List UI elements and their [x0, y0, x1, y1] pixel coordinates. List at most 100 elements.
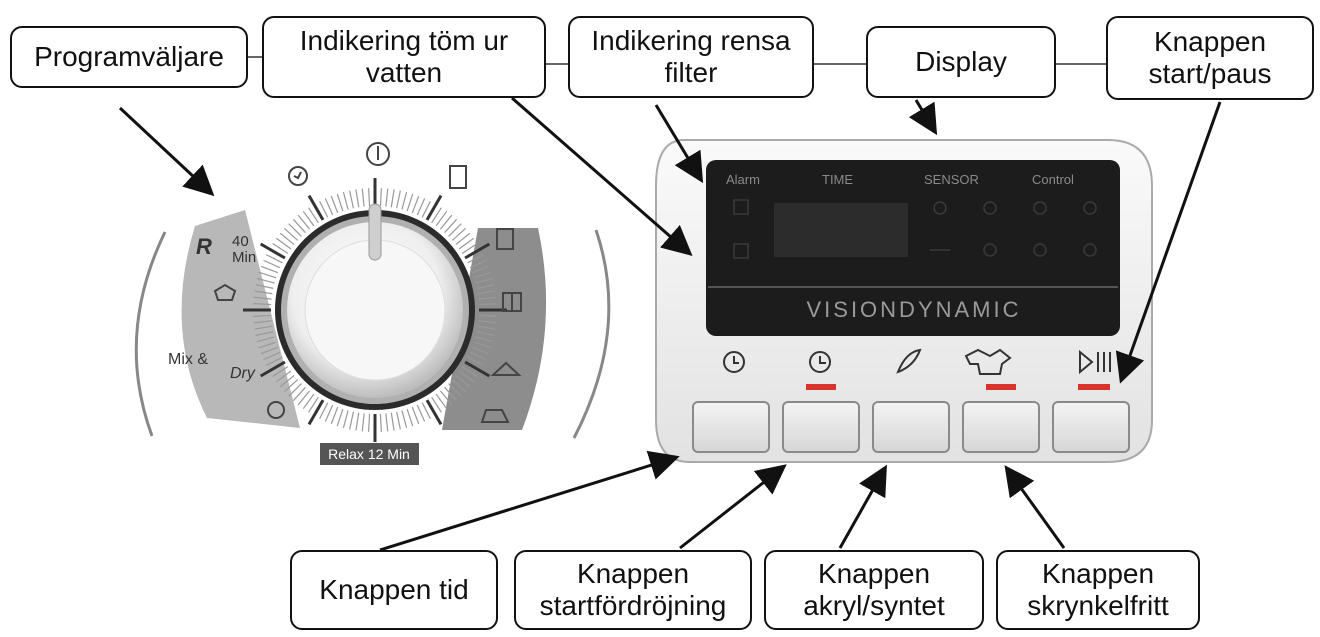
wool-icon	[267, 401, 285, 419]
dial-tick	[361, 413, 365, 432]
panel-button-acrylic[interactable]	[872, 401, 950, 453]
play-pause-icon	[1079, 349, 1094, 375]
dial-tick	[266, 356, 283, 366]
dial-tick	[283, 227, 299, 241]
dial-tick	[475, 277, 493, 284]
dial-tick	[411, 195, 420, 214]
dial-tick	[464, 242, 491, 260]
shirt-dial-icon	[213, 283, 237, 301]
dial-tick	[461, 243, 478, 254]
dial-tick	[307, 399, 325, 426]
callout-start-pause-button: Knappen start/paus	[1106, 16, 1314, 100]
dial-tick	[416, 404, 426, 422]
dial-tick	[297, 214, 311, 230]
dial-tick	[257, 336, 275, 343]
dial-tick	[416, 198, 426, 216]
dial-tick	[272, 366, 289, 377]
panel-button-start-pause[interactable]	[1052, 401, 1130, 453]
dial-tick	[355, 412, 360, 431]
dial-tick	[473, 341, 492, 349]
clock-icon-hands	[733, 356, 739, 364]
dial-tick	[467, 254, 484, 264]
program-40min-label: 40	[232, 233, 249, 250]
sensor-dim-icon-8	[1083, 243, 1097, 257]
dial-tick	[455, 374, 471, 388]
dial-tick	[349, 190, 354, 209]
program-dial[interactable]: R 40 Min Mix & Dry Relax 12 Min	[134, 142, 611, 465]
dial-tick	[349, 411, 354, 430]
dial-tick	[477, 290, 496, 295]
dial-tick	[435, 393, 448, 410]
delay-indicator-led	[806, 384, 836, 390]
dial-left-bg	[181, 210, 300, 428]
dial-tick	[469, 351, 487, 361]
dial-tick	[425, 399, 443, 426]
dial-tick	[379, 413, 382, 432]
dial-tick	[260, 265, 279, 274]
dial-tick	[288, 383, 302, 397]
dial-tick	[302, 393, 315, 410]
delay-timer-icon-hands	[819, 356, 826, 364]
sensor-dim-icon-4	[1083, 201, 1097, 215]
timer-icon-hands	[293, 171, 302, 180]
dial-tick	[478, 296, 497, 300]
dial-tick	[469, 259, 487, 269]
dial-tick	[421, 201, 431, 218]
sensor-label: SENSOR	[924, 172, 979, 187]
dial-tick	[396, 411, 401, 430]
callout-empty-water-indicator: Indikering töm ur vatten	[262, 16, 546, 98]
dial-tick	[275, 370, 292, 383]
dial-tick	[330, 195, 339, 214]
panel-button-time[interactable]	[692, 401, 770, 453]
panel-button-start-delay[interactable]	[782, 401, 860, 453]
callout-program-selector: Programväljare	[10, 26, 248, 88]
dial-tick	[476, 331, 495, 336]
sensor-dim-icon-3	[1033, 201, 1047, 215]
dial-tick	[439, 214, 453, 230]
dial-tick	[425, 194, 443, 221]
arrow-clean-filter	[654, 104, 704, 184]
mix-dry-label: Mix &	[168, 351, 208, 368]
display-dim-icons	[733, 199, 1097, 259]
sensor-dim-icon-7	[1033, 243, 1047, 257]
control-panel: Alarm TIME SENSOR Control VISIONDYNAMIC	[655, 139, 1153, 463]
dial-tick	[266, 254, 283, 264]
hanger-icon	[490, 361, 522, 376]
dial-tick	[272, 243, 289, 254]
filter-dim-icon	[733, 243, 749, 259]
program-40min-unit: Min	[232, 249, 256, 266]
refresh-icon	[449, 165, 467, 189]
dial-tick	[258, 341, 277, 349]
dial-tick	[260, 346, 279, 355]
dial-tick	[476, 284, 495, 289]
dial-tick	[259, 242, 286, 260]
dial-knob-center	[304, 239, 446, 381]
dial-tick	[401, 192, 408, 210]
dial-tick	[297, 390, 311, 406]
connector-lines	[248, 56, 1106, 65]
arrows	[118, 96, 1222, 552]
dial-tick	[259, 360, 286, 378]
dial-bracket-left	[134, 231, 167, 437]
arrow-program-selector	[118, 106, 215, 197]
dial-tick	[342, 410, 349, 428]
dial-tick	[283, 379, 299, 393]
control-label: Control	[1032, 172, 1074, 187]
panel-button-wrinkle-free[interactable]	[962, 401, 1040, 453]
dial-tick	[435, 210, 448, 227]
timer-icon	[288, 166, 308, 186]
callout-start-delay-button: Knappen startfördröjning	[514, 550, 752, 630]
dial-tick	[254, 290, 273, 295]
arrow-start-delay	[679, 464, 787, 550]
sensor-dim-icon-1	[933, 201, 947, 215]
feather-icon	[896, 348, 922, 374]
dial-tick	[263, 351, 281, 361]
dial-tick	[473, 271, 492, 279]
dial-tick	[292, 218, 306, 234]
dial-tick	[253, 314, 272, 317]
dial-scale	[243, 178, 507, 442]
dial-tick	[319, 402, 329, 419]
dial-tick	[458, 237, 475, 250]
dial-tick	[319, 201, 329, 218]
